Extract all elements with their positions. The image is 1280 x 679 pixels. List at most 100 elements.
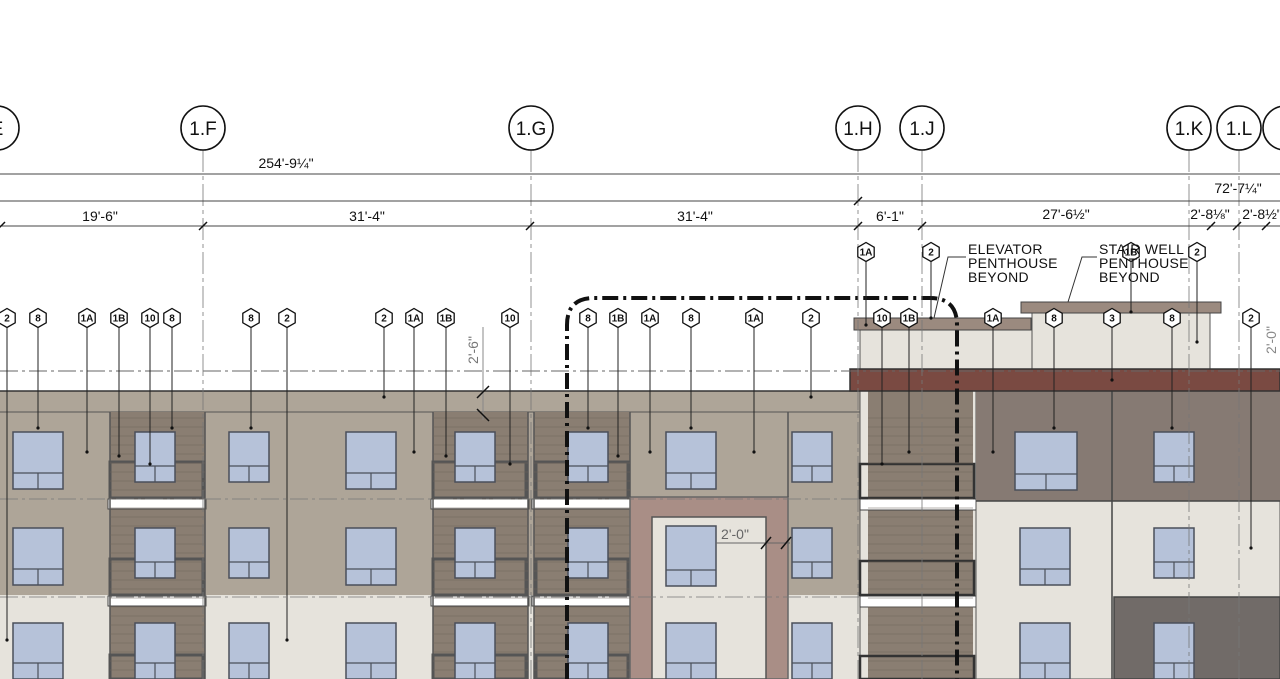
keynote-label: 8 (1051, 314, 1057, 325)
keynote-leader-dot (412, 450, 416, 454)
keynote-hexagon (579, 307, 597, 329)
keynote-leader-dot (444, 454, 448, 458)
gridline-label: 1.G (516, 119, 547, 140)
roof-notes: ELEVATOR PENTHOUSE BEYOND STAIR WELL PEN… (933, 241, 1189, 319)
entry-dimension: 2'-0" (721, 526, 749, 542)
stair-note-line: STAIR WELL (1099, 241, 1184, 257)
keynote-label: 1A (408, 314, 421, 325)
window (12, 527, 64, 586)
keynote-tag: 2 (0, 307, 16, 642)
keynote-tag: 8 (29, 307, 47, 430)
keynote-leader-dot (170, 426, 174, 430)
keynote-label: 8 (688, 314, 694, 325)
keynote-label: 10 (876, 314, 888, 325)
keynote-label: 3 (1109, 314, 1115, 325)
window (791, 431, 833, 483)
stair-note-line: PENTHOUSE (1099, 255, 1189, 271)
keynote-tag: 8 (1163, 307, 1181, 430)
keynote-label: 1B (1125, 248, 1138, 259)
keynote-tag: 2 (922, 241, 940, 320)
keynote-leader-dot (1110, 378, 1114, 382)
keynote-hexagon (110, 307, 128, 329)
keynote-hexagon (984, 307, 1002, 329)
keynote-label: 1A (81, 314, 94, 325)
window (1153, 527, 1195, 579)
keynote-leader-dot (85, 450, 89, 454)
keynote-hexagon (1242, 307, 1260, 329)
keynote-leader-dot (809, 395, 813, 399)
window (1153, 431, 1195, 483)
gridline-1l: 1.L (1216, 105, 1262, 679)
elevator-note-line: BEYOND (968, 269, 1029, 285)
gridline-e: E (0, 105, 20, 151)
keynote-hexagon (242, 307, 260, 329)
keynote-tag: 2 (278, 307, 296, 642)
window (345, 622, 397, 679)
gridline-label: 1.H (843, 119, 873, 140)
elevator-note-line: PENTHOUSE (968, 255, 1058, 271)
keynote-leader-dot (864, 323, 868, 327)
keynote-leader-dot (586, 426, 590, 430)
keynote-leader-dot (5, 638, 9, 642)
area-of-work-outline (565, 296, 959, 679)
elevator-note-line: ELEVATOR (968, 241, 1043, 257)
window (567, 431, 609, 483)
keynote-label: 8 (1169, 314, 1175, 325)
bay-dimension: 31'-4" (349, 208, 385, 224)
window (134, 622, 176, 679)
keynote-leader-dot (1170, 426, 1174, 430)
keynote-tag: 8 (682, 307, 700, 430)
gridline-bubble (835, 105, 881, 151)
gridlines-group: E1.F1.G1.H1.J1.K1.L1 (0, 105, 1280, 679)
keynote-hexagon (375, 307, 393, 329)
gridline-bubble (899, 105, 945, 151)
keynote-hexagon (900, 307, 918, 329)
window (134, 431, 176, 483)
keynote-hexagon (1188, 241, 1206, 263)
gridline-bubble (1216, 105, 1262, 151)
keynote-label: 2 (1248, 314, 1254, 325)
keynote-leader-dot (117, 454, 121, 458)
window (228, 622, 270, 679)
gridline-1h: 1.H (835, 105, 881, 679)
bay-dimension: 6'-1" (876, 208, 904, 224)
dimension-strings: 254'-9¼" 72'-7¼" 19'-6" 31'-4" 31'-4" 6'… (0, 155, 1280, 550)
keynote-label: 1A (860, 248, 873, 259)
window (228, 527, 270, 579)
vertical-dimension: 2'-6" (465, 336, 481, 364)
keynote-tag: 8 (163, 307, 181, 430)
gridline-1k: 1.K (1166, 105, 1212, 679)
window (345, 431, 397, 490)
keynote-hexagon (682, 307, 700, 329)
keynote-tag: 2 (1188, 241, 1206, 344)
keynote-leader-dot (616, 454, 620, 458)
keynote-tag: 2 (375, 307, 393, 399)
overall-dimension-left: 254'-9¼" (258, 155, 313, 171)
keynote-hexagon (1122, 241, 1140, 263)
keynote-label: 1B (903, 314, 916, 325)
keynote-leader-dot (285, 638, 289, 642)
window-glass (1153, 527, 1195, 579)
window (665, 525, 717, 587)
keynote-tag: 1B (110, 307, 128, 458)
keynote-leader-dot (1249, 546, 1253, 550)
keynote-leader-dot (991, 450, 995, 454)
keynote-leader-dot (148, 462, 152, 466)
window (567, 527, 609, 579)
gridline-label: 1.L (1226, 119, 1252, 140)
gridline-bubble (1166, 105, 1212, 151)
keynote-leader-dot (508, 462, 512, 466)
stair-penthouse-parapet (1020, 301, 1222, 314)
window (228, 431, 270, 483)
keynote-tag: 10 (501, 307, 519, 466)
gridline-label: 1.J (909, 119, 934, 140)
keynote-tag: 1B (437, 307, 455, 458)
keynote-label: 10 (144, 314, 156, 325)
keynote-label: 8 (169, 314, 175, 325)
keynote-tag: 2 (1242, 307, 1260, 550)
window (454, 622, 496, 679)
window (791, 622, 833, 679)
keynote-tag: 1A (78, 307, 96, 454)
keynote-leader-dot (1052, 426, 1056, 430)
vertical-dimension-right: 2'-0" (1263, 326, 1279, 354)
